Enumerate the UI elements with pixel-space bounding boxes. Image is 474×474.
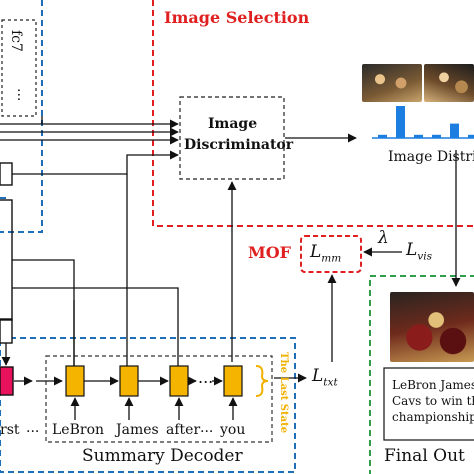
decoder-cells-frame — [45, 355, 273, 443]
decoder-word-2: James — [116, 422, 159, 438]
encoder-cell-top — [0, 162, 13, 186]
encoder-left-frame — [0, 199, 13, 321]
image-selection-title: Image Selection — [164, 8, 310, 27]
output-caption-box — [383, 367, 474, 441]
decoder-dots-inline: ... — [198, 368, 214, 387]
decoder-word-1: LeBron — [52, 422, 105, 438]
encoder-word-partial: rst — [0, 422, 20, 438]
distribution-bar — [378, 134, 387, 138]
encoder-cell-mid — [0, 318, 13, 344]
decoder-cell-4 — [223, 365, 243, 397]
image-distribution-label: Image Distri — [388, 149, 474, 165]
l-mm-label: Lmm — [310, 242, 342, 265]
encoder-cell-pink — [0, 366, 14, 396]
l-txt-label: Ltxt — [312, 366, 338, 389]
mof-box — [300, 235, 362, 273]
final-output-region — [369, 275, 474, 474]
distribution-bar — [432, 134, 441, 138]
caption-line-2: Cavs to win the — [392, 394, 474, 408]
distribution-bar — [414, 134, 423, 138]
thumbnail-image-1 — [362, 64, 422, 102]
decoder-word-5: you — [220, 422, 246, 438]
decoder-cell-2 — [119, 365, 139, 397]
fc7-dots: ... — [14, 88, 30, 102]
l-vis-label: Lvis — [406, 240, 433, 263]
distribution-bar — [450, 123, 459, 138]
distribution-bar — [468, 134, 474, 138]
decoder-word-dots: ... — [200, 420, 214, 436]
discriminator-label-line2: Discriminator — [184, 137, 294, 153]
image-selection-region — [152, 0, 474, 227]
caption-line-3: championship. — [392, 410, 474, 424]
distribution-bar — [396, 106, 405, 138]
decoder-cell-3 — [169, 365, 189, 397]
final-output-title: Final Out — [384, 446, 465, 466]
caption-line-1: LeBron James l — [392, 378, 474, 392]
fc7-label: fc7 — [8, 30, 24, 52]
thumbnail-image-2 — [424, 64, 474, 102]
decoder-cell-1 — [65, 365, 85, 397]
decoder-word-3: after — [166, 422, 201, 438]
image-discriminator-box — [179, 96, 285, 180]
mof-label: MOF — [248, 243, 292, 262]
discriminator-label-line1: Image — [208, 116, 258, 132]
output-photo — [390, 292, 474, 362]
fc7-box — [1, 19, 37, 117]
summary-decoder-title: Summary Decoder — [82, 446, 243, 466]
image-distribution-bars — [378, 106, 474, 138]
encoder-word-dots: ... — [26, 420, 40, 436]
last-state-label: The Last State — [278, 352, 289, 434]
lambda-label: λ — [378, 228, 389, 248]
summary-decoder-region — [0, 337, 296, 473]
encoder-region — [0, 0, 43, 233]
